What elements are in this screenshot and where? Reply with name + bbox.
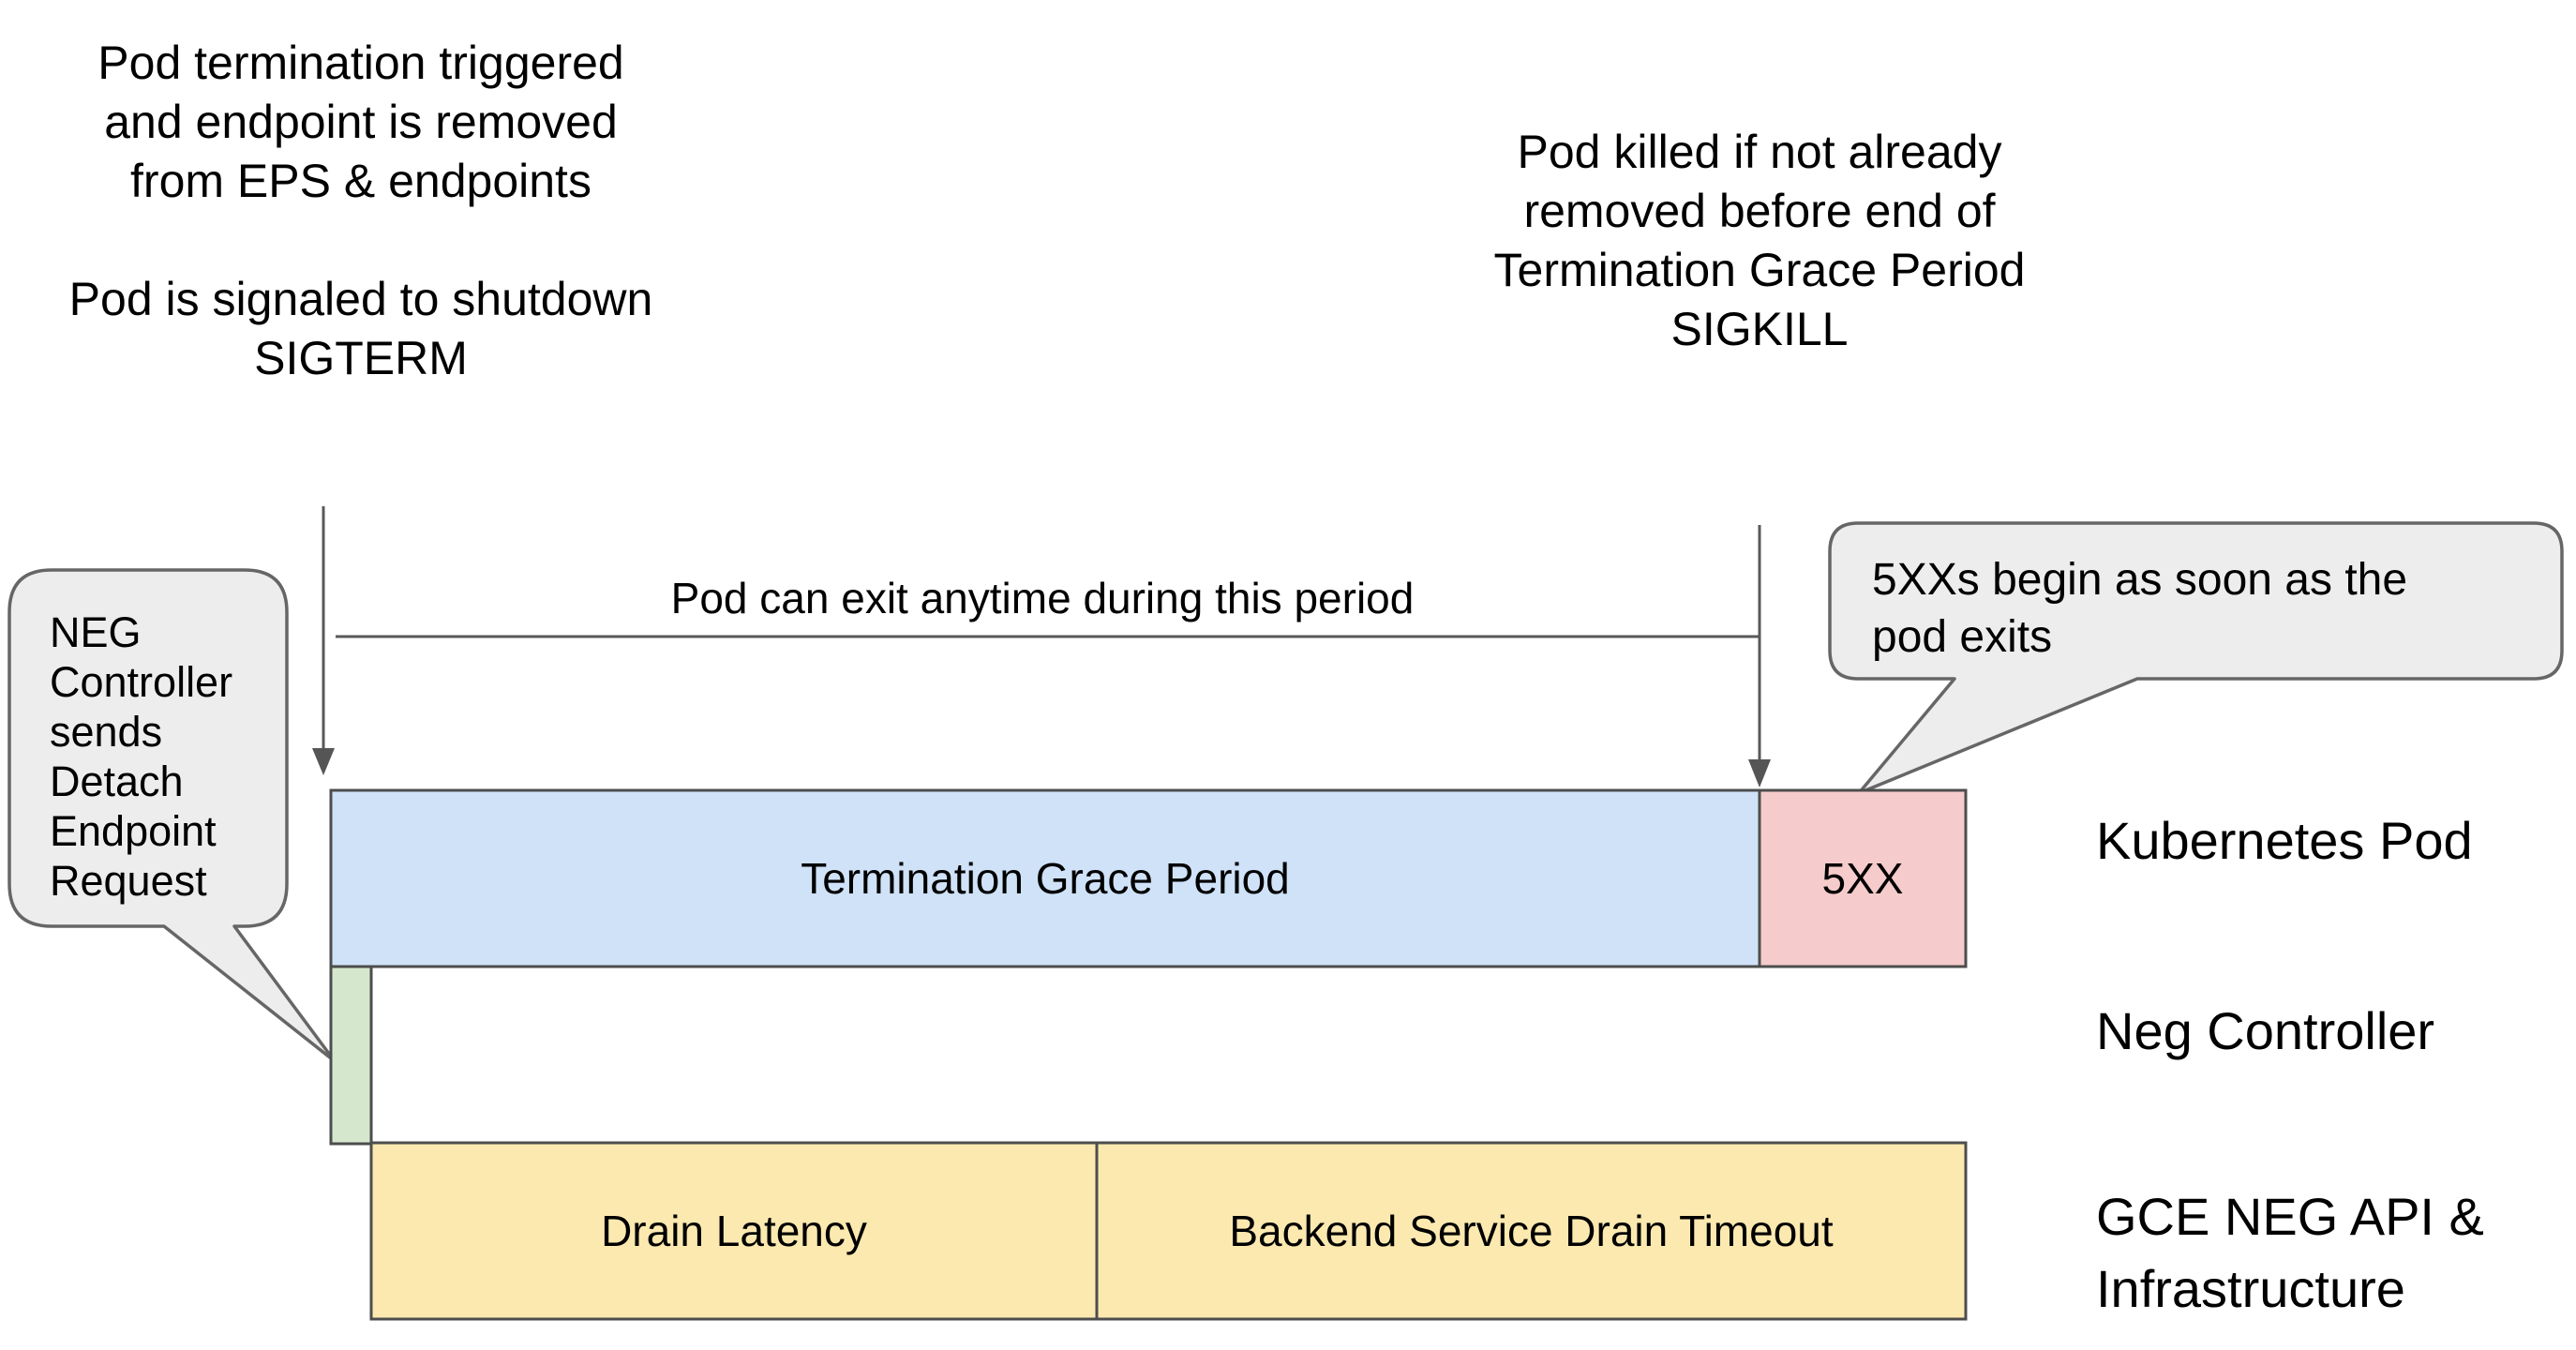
drain-latency-bar [369,1141,1099,1321]
neg-controller-detach-bar [329,965,373,1146]
termination-grace-period-label: Termination Grace Period [801,854,1290,903]
backend-service-drain-timeout-bar [1095,1141,1968,1321]
5xx-bar [1758,788,1968,968]
pod-killed-annotation: Pod killed if not already removed before… [1493,126,2026,355]
neg-controller-bubble-text: NEG Controller sends Detach Endpoint Req… [50,608,233,905]
row-label-neg-controller: Neg Controller [2096,1001,2435,1060]
row-label-kubernetes-pod: Kubernetes Pod [2096,811,2473,870]
sigkill-arrowhead-icon [1748,759,1771,788]
5xx-bubble-text: 5XXs begin as soon as the pod exits [1872,555,2408,662]
pod-termination-annotation: Pod termination triggered and endpoint i… [68,37,653,384]
5xx-label: 5XX [1821,854,1904,903]
5xx-speech-bubble [1828,521,2564,795]
neg-controller-speech-bubble [7,568,337,1063]
termination-grace-period-bar [329,788,1761,968]
sigterm-arrowhead-icon [312,748,335,775]
drain-latency-label: Drain Latency [601,1207,867,1255]
row-label-gce-neg-api: GCE NEG API & Infrastructure [2096,1187,2484,1318]
backend-service-drain-timeout-label: Backend Service Drain Timeout [1229,1207,1834,1255]
period-span-label: Pod can exit anytime during this period [670,574,1415,622]
